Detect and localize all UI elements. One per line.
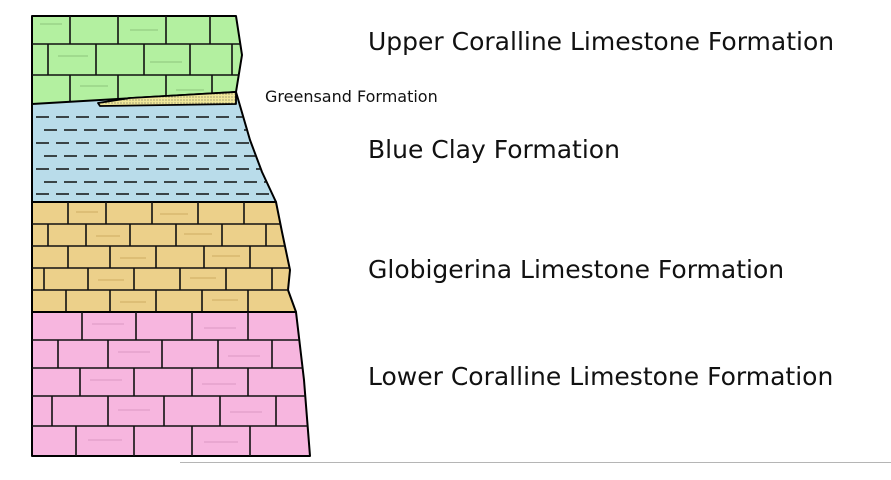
greensand-label: Greensand Formation [265, 87, 438, 106]
blue-clay-label: Blue Clay Formation [368, 135, 620, 164]
globigerina-label: Globigerina Limestone Formation [368, 255, 784, 284]
upper-coralline-layer [32, 16, 250, 104]
upper-coralline-label: Upper Coralline Limestone Formation [368, 27, 834, 56]
bottom-divider [180, 462, 891, 463]
blue-clay-layer [32, 92, 280, 202]
globigerina-layer [32, 202, 300, 312]
lower-coralline-label: Lower Coralline Limestone Formation [368, 362, 833, 391]
lower-coralline-layer [32, 312, 315, 456]
